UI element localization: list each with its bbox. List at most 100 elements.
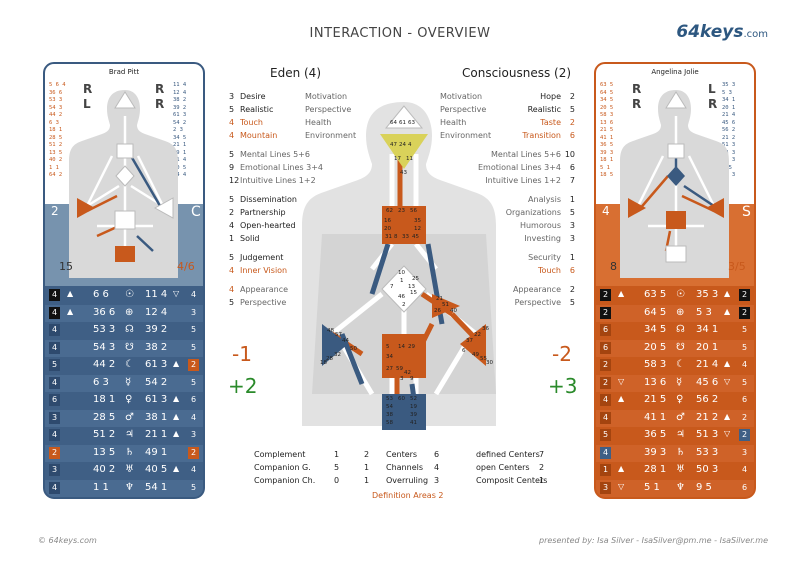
line-b: 5 bbox=[741, 377, 748, 387]
planet-icon: ♂ bbox=[125, 411, 134, 423]
gate-label: 20 bbox=[384, 226, 391, 232]
arrow-a: ▲ bbox=[67, 306, 74, 316]
gate-personality: 56 2 bbox=[696, 394, 719, 405]
line-b: 2 bbox=[739, 289, 750, 301]
mini-gate: 41 4 bbox=[173, 157, 187, 163]
list-aux: Environment bbox=[305, 131, 357, 140]
left-profile: 4/6 bbox=[177, 260, 195, 273]
gate-design: 64 5 bbox=[644, 306, 667, 318]
gate-label: 29 bbox=[408, 344, 415, 350]
gate-design: 53 3 bbox=[93, 324, 116, 335]
planet-icon: ☋ bbox=[676, 341, 685, 353]
gate-personality: 21 4 bbox=[696, 359, 719, 370]
footer-copyright[interactable]: © 64keys.com bbox=[38, 536, 97, 545]
list-num: 5 bbox=[229, 150, 235, 159]
definition-areas: Definition Areas 2 bbox=[372, 491, 444, 500]
gate-personality: 40 5 bbox=[145, 464, 168, 475]
line-b: 5 bbox=[190, 342, 197, 352]
planet-icon: ♅ bbox=[125, 464, 134, 475]
list-num: 6 bbox=[569, 163, 575, 172]
line-b: 3 bbox=[190, 307, 197, 317]
mini-gate: 38 2 bbox=[173, 97, 187, 103]
list-num: 2 bbox=[569, 118, 575, 127]
list-aux: Health bbox=[305, 118, 332, 127]
stat-b: 1 bbox=[364, 476, 370, 485]
arrow-a: ▲ bbox=[67, 289, 74, 298]
mini-gate: 13 6 bbox=[600, 119, 614, 126]
mini-gate: 2 3 bbox=[173, 127, 183, 133]
mini-gate: 54 2 bbox=[173, 119, 187, 126]
stat-mv: 6 bbox=[434, 450, 440, 459]
mini-gate: 20 1 bbox=[722, 104, 736, 111]
stat-m: Centers bbox=[386, 450, 418, 459]
planet-row[interactable]: 618 5♇18 35 bbox=[596, 497, 754, 499]
list-label: Open-hearted bbox=[240, 221, 296, 230]
list-num: 4 bbox=[229, 221, 235, 230]
left-arrow-l: L bbox=[83, 97, 91, 111]
planet-row[interactable]: 264 2♇64 41 bbox=[45, 497, 203, 499]
footer-credits[interactable]: presented by: Isa Silver - IsaSilver@pm.… bbox=[538, 536, 768, 545]
right-arrow-r3: R bbox=[632, 97, 642, 111]
gate-label: 8 bbox=[394, 234, 398, 240]
planet-row[interactable]: 4▲6 6☉11 4▽4 bbox=[45, 287, 203, 305]
arrow-b: ▲ bbox=[724, 306, 731, 316]
planet-row[interactable]: 2▲63 5☉35 3▲2 bbox=[596, 287, 754, 305]
line-a: 4 bbox=[600, 411, 611, 424]
list-num: 1 bbox=[229, 234, 235, 243]
line-a: 2 bbox=[600, 306, 611, 319]
mini-gate: 6 3 bbox=[49, 119, 59, 126]
stat-r: open Centers bbox=[476, 463, 530, 472]
list-num: 5 bbox=[229, 105, 235, 114]
planet-icon: ☉ bbox=[676, 289, 685, 300]
gate-personality: 45 6 bbox=[696, 376, 719, 388]
line-b: 5 bbox=[190, 325, 197, 334]
list-label: Dissemination bbox=[240, 195, 297, 204]
list-label: Realistic bbox=[527, 105, 561, 114]
left-arrow-r: R bbox=[83, 82, 93, 96]
planet-row[interactable]: 2▽13 6☿45 6▽5 bbox=[596, 374, 754, 392]
gate-design: 28 5 bbox=[93, 411, 116, 423]
arrow-b: ▲ bbox=[173, 359, 180, 368]
gate-design: 36 5 bbox=[644, 429, 667, 440]
line-b: 2 bbox=[188, 359, 199, 371]
left-score-plus: +2 bbox=[228, 374, 258, 398]
arrow-a: ▲ bbox=[618, 289, 625, 298]
planet-icon: ☿ bbox=[125, 376, 132, 388]
list-label: Taste bbox=[540, 118, 561, 127]
gate-label: 46 bbox=[398, 294, 405, 300]
consciousness-header: Consciousness (2) bbox=[462, 66, 572, 80]
gate-label: 64 bbox=[390, 120, 397, 126]
brand-logo[interactable]: 64keys.com bbox=[676, 22, 768, 42]
